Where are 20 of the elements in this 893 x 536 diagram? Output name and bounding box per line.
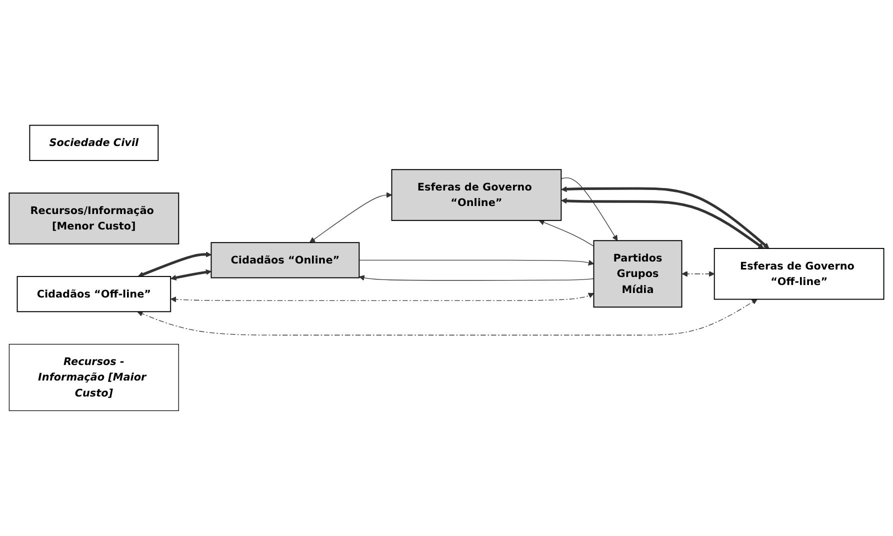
node-box: Recursos/Informação [Menor Custo]	[8, 192, 180, 244]
node-box: Sociedade Civil	[29, 124, 159, 161]
node-box: Esferas de Governo “Off-line”	[714, 248, 884, 300]
node-box: Cidadãos “Off-line”	[16, 276, 172, 312]
arrow	[170, 269, 212, 280]
node-box: Cidadãos “Online”	[210, 242, 360, 278]
arrow	[561, 198, 764, 249]
arrow	[358, 275, 594, 281]
arrow	[358, 260, 594, 266]
arrow	[561, 186, 770, 249]
node-box: Recursos -Informação [Maior Custo]	[8, 344, 179, 412]
arrow	[538, 220, 594, 247]
arrow	[560, 177, 618, 241]
arrow	[137, 299, 758, 336]
node-box: Partidos Grupos Mídia	[593, 240, 682, 308]
arrow	[138, 252, 212, 278]
arrow	[682, 271, 715, 277]
node-box: Esferas de Governo “Online”	[391, 169, 562, 221]
arrow	[170, 292, 594, 302]
arrow	[310, 192, 392, 243]
